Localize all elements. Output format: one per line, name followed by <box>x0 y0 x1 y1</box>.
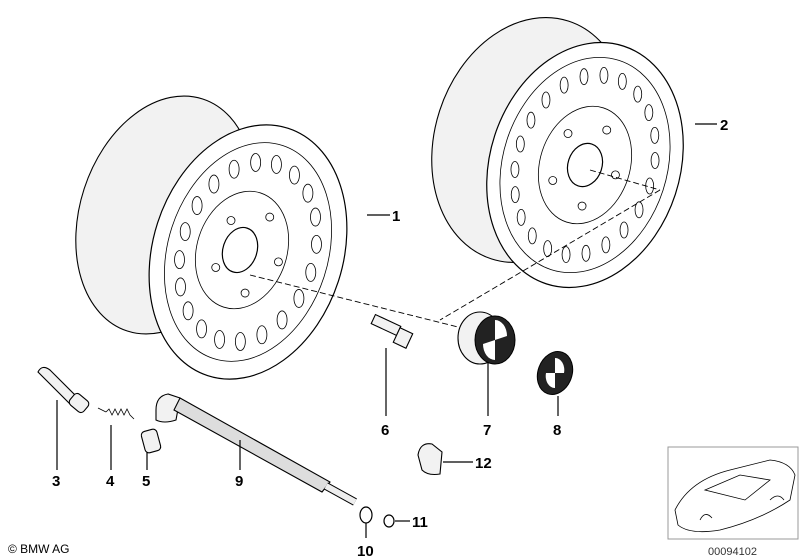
wheel-1[interactable] <box>46 73 378 405</box>
wheel-hole <box>311 234 322 254</box>
wheel-hole <box>302 183 314 203</box>
lug-hole <box>563 129 573 138</box>
wheel-hole <box>191 196 203 215</box>
callout-2[interactable]: 2 <box>720 117 728 134</box>
wheel-hole <box>271 155 282 174</box>
wheel-hole <box>510 186 520 204</box>
wheel-hole <box>559 76 569 94</box>
wheel-hole <box>174 250 185 270</box>
wheel-hole <box>617 72 627 90</box>
wheel-hole <box>208 174 220 194</box>
wheel-hole <box>196 319 207 339</box>
wheel-hole <box>526 111 536 129</box>
callout-7[interactable]: 7 <box>483 422 491 439</box>
alignment-line <box>589 169 661 191</box>
valve-tool[interactable] <box>37 366 90 414</box>
callout-8[interactable]: 8 <box>553 422 561 439</box>
lug-hole <box>265 212 275 222</box>
wheel-hole <box>214 330 225 349</box>
wheel-hole <box>541 91 551 109</box>
wheel-2[interactable] <box>401 0 714 313</box>
lug-hole <box>226 216 236 225</box>
lug-hole <box>611 170 620 180</box>
wheel-hole <box>179 222 191 242</box>
callout-3[interactable]: 3 <box>52 473 60 490</box>
wheel-hole <box>510 161 520 178</box>
wheel-hole <box>650 152 660 169</box>
callout-11[interactable]: 11 <box>412 514 428 531</box>
valve-extension-hose[interactable] <box>155 393 357 506</box>
wheel-hole <box>634 201 644 219</box>
wheel-hole <box>175 277 186 297</box>
callout-10[interactable]: 10 <box>357 543 374 559</box>
wheel-hole <box>599 67 609 84</box>
callout-12[interactable]: 12 <box>475 455 492 472</box>
lug-hole <box>240 288 250 298</box>
leader-lines <box>56 123 717 538</box>
wheel-hole <box>310 207 321 227</box>
emblem[interactable] <box>532 347 579 400</box>
nut[interactable] <box>383 514 395 528</box>
alignment-line <box>439 189 661 321</box>
wheel-hole <box>234 332 246 351</box>
lug-hole <box>274 257 283 267</box>
copyright: © BMW AG <box>8 542 70 556</box>
valve-insert[interactable] <box>97 407 135 420</box>
callout-5[interactable]: 5 <box>142 473 150 490</box>
wheel-hole <box>633 85 643 103</box>
lug-hole <box>211 263 221 272</box>
vehicle-thumbnail[interactable] <box>667 446 799 540</box>
wheel-hole <box>276 310 288 330</box>
valve-cap-nut[interactable] <box>140 428 162 454</box>
wheel-hole <box>182 301 194 321</box>
valve-cap[interactable] <box>417 443 443 476</box>
lug-hole <box>548 176 558 185</box>
wheel-hole <box>305 262 317 282</box>
wheel-hole <box>289 165 300 185</box>
wheel-hole <box>516 208 526 226</box>
callout-9[interactable]: 9 <box>235 473 243 490</box>
wheel-bolt[interactable] <box>370 313 414 349</box>
wheel-hole <box>527 227 537 245</box>
callout-4[interactable]: 4 <box>106 473 115 490</box>
wheel-hole <box>250 153 262 172</box>
alignment-line <box>249 274 471 331</box>
wheel-hole <box>579 68 589 86</box>
wheel-hole <box>293 289 305 308</box>
wheel-hole <box>601 236 611 254</box>
lug-hole <box>602 125 612 135</box>
wheel-hole <box>650 126 660 144</box>
wheel-hole <box>644 104 654 122</box>
callout-1[interactable]: 1 <box>392 208 400 225</box>
washer[interactable] <box>359 506 373 524</box>
hub-cap[interactable] <box>457 311 516 365</box>
lug-hole <box>577 201 587 211</box>
wheel-hole <box>561 246 571 263</box>
wheel-hole <box>581 244 591 262</box>
diagram-id: 00094102 <box>708 546 757 558</box>
wheel-hole <box>619 221 629 239</box>
wheel-hole <box>515 135 525 153</box>
wheel-hole <box>256 325 268 345</box>
wheel-hole <box>228 159 240 179</box>
callout-6[interactable]: 6 <box>381 422 389 439</box>
